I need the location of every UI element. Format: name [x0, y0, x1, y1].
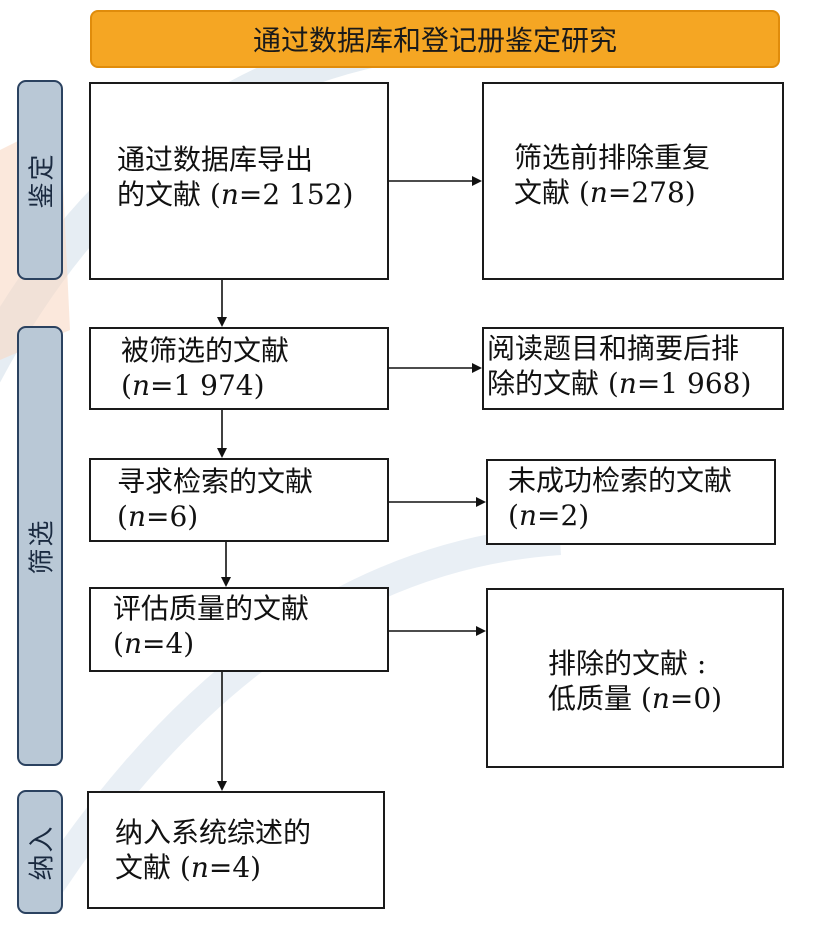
box-excluded-low-quality: 排除的文献 : 低质量 (n=0) — [486, 588, 784, 768]
box-reports-not-retrieved: 未成功检索的文献 (n=2) — [486, 459, 776, 545]
stage-label-identification: 鉴定 — [17, 80, 63, 280]
box-studies-included: 纳入系统综述的 文献 (n=4) — [87, 791, 385, 909]
header-title: 通过数据库和登记册鉴定研究 — [252, 24, 617, 57]
stage-label-included: 纳入 — [17, 790, 63, 914]
box-records-screened: 被筛选的文献 (n=1 974) — [89, 327, 389, 410]
box-excluded-title-abstract: 阅读题目和摘要后排 除的文献 (n=1 968) — [482, 327, 784, 410]
box-records-exported: 通过数据库导出 的文献 (n=2 152) — [89, 82, 389, 280]
stage-label-screening: 筛选 — [17, 326, 63, 766]
box-reports-assessed: 评估质量的文献 (n=4) — [89, 587, 389, 672]
box-duplicates-removed: 筛选前排除重复 文献 (n=278) — [482, 82, 784, 280]
box-reports-sought: 寻求检索的文献 (n=6) — [89, 458, 389, 542]
identification-header: 通过数据库和登记册鉴定研究 — [90, 10, 780, 68]
